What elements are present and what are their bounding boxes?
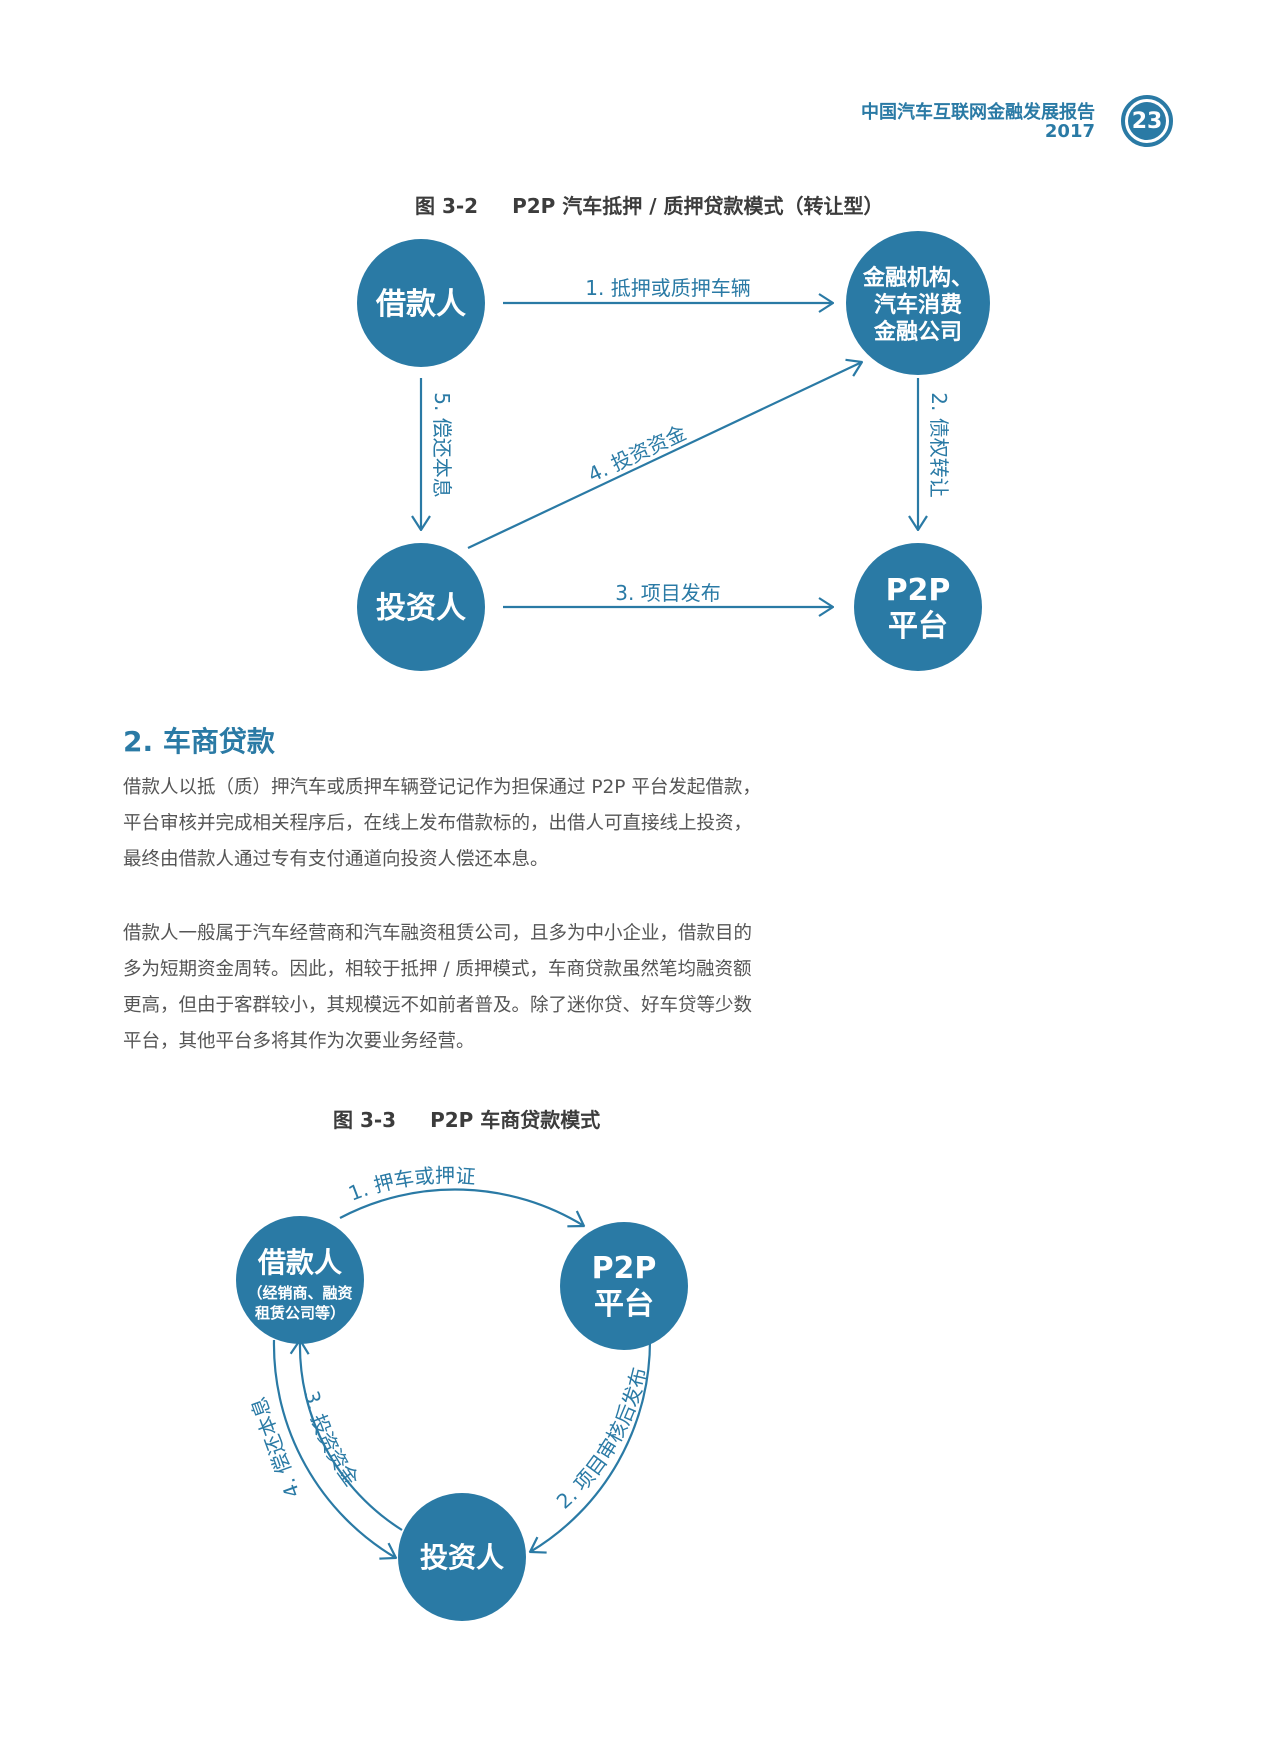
node-dealer-borrower-label: 借款人 (257, 1246, 342, 1279)
figure-1-caption-number: 图 3-2 (415, 194, 479, 218)
node-finance-label-line2: 汽车消费 (874, 292, 962, 318)
paragraph-2: 借款人一般属于汽车经营商和汽车融资租赁公司，且多为中小企业，借款目的 多为短期资… (123, 916, 823, 1060)
figure-2-caption-number: 图 3-3 (333, 1108, 397, 1132)
edge-3-arc (300, 1340, 403, 1531)
node-platform-2-label-line1: P2P (592, 1251, 657, 1286)
node-p2p-platform: P2P 平台 (854, 543, 982, 671)
paragraph-1: 借款人以抵（质）押汽车或质押车辆登记记作为担保通过 P2P 平台发起借款， 平台… (123, 770, 823, 878)
edge-1-label: 1. 抵押或质押车辆 (585, 276, 750, 300)
edge-2-arc (530, 1339, 652, 1552)
page-number: 23 (1128, 102, 1166, 140)
edge-4-arc (272, 1339, 396, 1558)
paragraph-2-line: 借款人一般属于汽车经营商和汽车融资租赁公司，且多为中小企业，借款目的 (123, 923, 753, 944)
paragraph-1-line: 平台审核并完成相关程序后，在线上发布借款标的，出借人可直接线上投资， (123, 813, 753, 834)
node-finance-label-line1: 金融机构、 (862, 265, 973, 291)
node-borrower: 借款人 (357, 239, 485, 367)
node-financial-institution: 金融机构、 汽车消费 金融公司 (846, 231, 990, 375)
edge-1-arc (339, 1188, 584, 1226)
node-dealer-borrower-sub2: 租赁公司等） (255, 1304, 345, 1322)
paragraph-2-line: 更高，但由于客群较小，其规模远不如前者普及。除了迷你贷、好车贷等少数 (123, 995, 753, 1016)
node-investor-2: 投资人 (398, 1493, 526, 1621)
node-finance-label-line3: 金融公司 (873, 319, 962, 345)
edge-3-label: 3. 投资资金 (300, 1388, 364, 1490)
paragraph-2-line: 平台，其他平台多将其作为次要业务经营。 (123, 1031, 475, 1052)
node-dealer-borrower: 借款人 （经销商、融资 租赁公司等） (236, 1216, 364, 1344)
paragraph-2-line: 多为短期资金周转。因此，相较于抵押 / 质押模式，车商贷款虽然笔均融资额 (123, 959, 752, 980)
edge-2-label: 2. 债权转让 (927, 392, 951, 497)
edge-4-arrow (467, 362, 862, 549)
node-platform-label-line1: P2P (886, 573, 951, 608)
page-number-badge: 23 (1121, 95, 1173, 147)
node-investor: 投资人 (357, 543, 485, 671)
paragraph-1-line: 最终由借款人通过专有支付通道向投资人偿还本息。 (123, 849, 549, 870)
figure-1-caption-text: P2P 汽车抵押 / 质押贷款模式（转让型） (512, 194, 884, 218)
node-borrower-label: 借款人 (375, 287, 466, 322)
edge-5-label: 5. 偿还本息 (430, 392, 454, 497)
report-year: 2017 (1044, 121, 1095, 142)
figure-2-caption: 图 3-3 P2P 车商贷款模式 (333, 1104, 600, 1133)
edge-2-label: 2. 项目审核后发布 (552, 1365, 652, 1514)
paragraph-1-line: 借款人以抵（质）押汽车或质押车辆登记记作为担保通过 P2P 平台发起借款， (123, 777, 761, 798)
node-p2p-platform-2: P2P 平台 (560, 1222, 688, 1350)
node-platform-label-line2: 平台 (888, 609, 948, 644)
figure-1-caption: 图 3-2 P2P 汽车抵押 / 质押贷款模式（转让型） (415, 190, 884, 219)
figure-2-caption-text: P2P 车商贷款模式 (430, 1108, 601, 1132)
edge-1-label: 1. 押车或押证 (345, 1163, 476, 1205)
node-investor-2-label: 投资人 (420, 1541, 504, 1574)
figure-1-diagram: 1. 抵押或质押车辆 3. 项目发布 4. 投资资金 5. 偿还本息 2. 债权… (357, 231, 990, 671)
edge-3-label: 3. 项目发布 (615, 581, 720, 605)
section-heading: 2. 车商贷款 (123, 725, 275, 758)
report-title: 中国汽车互联网金融发展报告 (861, 102, 1095, 123)
node-investor-label: 投资人 (376, 591, 466, 626)
node-dealer-borrower-sub1: （经销商、融资 (247, 1284, 352, 1302)
node-platform-2-label-line2: 平台 (594, 1287, 654, 1322)
